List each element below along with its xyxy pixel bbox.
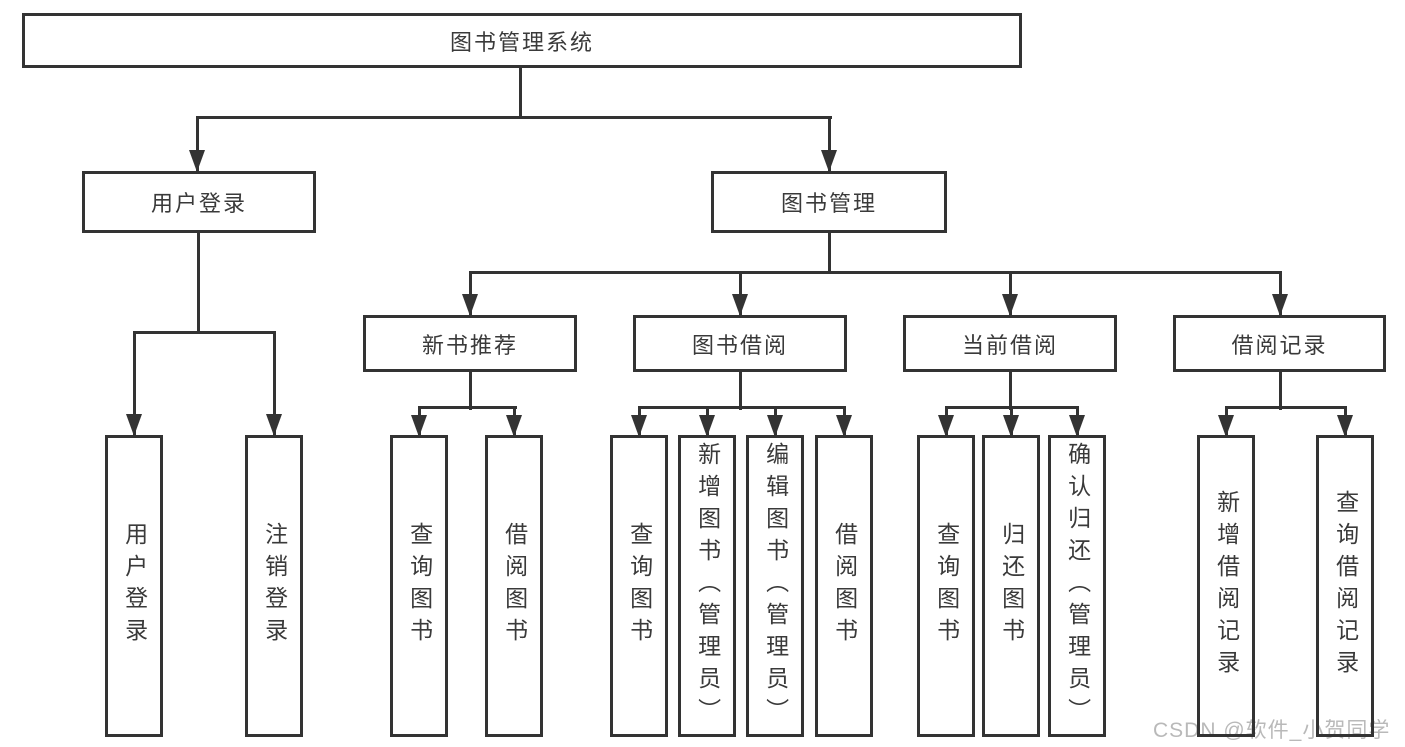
node-new-book-recommend-label: 新书推荐 — [421, 332, 518, 358]
connector-line — [469, 369, 472, 410]
arrowhead-down-icon — [411, 415, 427, 437]
arrowhead-down-icon — [836, 415, 852, 437]
arrowhead-down-icon — [821, 150, 837, 172]
arrowhead-down-icon — [266, 414, 282, 436]
connector-line — [196, 116, 199, 172]
node-book-management-label: 图书管理 — [780, 191, 877, 216]
connector-line — [1009, 369, 1012, 410]
arrowhead-down-icon — [462, 294, 478, 316]
leaf-borrow-book: 借阅图书 — [815, 435, 873, 737]
leaf-add-borrow-record: 新增借阅记录 — [1197, 435, 1255, 737]
arrowhead-down-icon — [1069, 415, 1085, 437]
leaf-query-book-borrow: 查询图书 — [610, 435, 668, 737]
node-borrow-record-label: 借阅记录 — [1231, 332, 1328, 358]
connector-line — [828, 230, 831, 274]
leaf-borrow-book-recommend-label: 借阅图书 — [501, 522, 528, 650]
leaf-confirm-return-admin: 确认归还（管理员） — [1048, 435, 1106, 737]
leaf-add-book-admin: 新增图书（管理员） — [678, 435, 736, 737]
connector-line — [828, 116, 831, 172]
node-book-borrow: 图书借阅 — [633, 315, 847, 372]
connector-line — [196, 116, 832, 119]
leaf-query-borrow-record-label: 查询借阅记录 — [1332, 490, 1359, 682]
leaf-borrow-book-recommend: 借阅图书 — [485, 435, 543, 737]
arrowhead-down-icon — [1003, 415, 1019, 437]
leaf-logout: 注销登录 — [245, 435, 303, 737]
arrowhead-down-icon — [631, 415, 647, 437]
leaf-query-borrow-record: 查询借阅记录 — [1316, 435, 1374, 737]
connector-line — [469, 271, 1282, 274]
leaf-confirm-return-admin-label: 确认归还（管理员） — [1064, 442, 1091, 730]
leaf-edit-book-admin-label: 编辑图书（管理员） — [762, 442, 789, 730]
leaf-return-book-label: 归还图书 — [998, 522, 1025, 650]
arrowhead-down-icon — [189, 150, 205, 172]
leaf-borrow-book-label: 借阅图书 — [831, 522, 858, 650]
connector-line — [418, 406, 517, 409]
node-root-label: 图书管理系统 — [449, 29, 594, 55]
connector-line — [1225, 406, 1347, 409]
leaf-user-login: 用户登录 — [105, 435, 163, 737]
connector-line — [133, 331, 276, 334]
connector-line — [273, 331, 276, 436]
node-root: 图书管理系统 — [22, 13, 1022, 68]
arrowhead-down-icon — [767, 415, 783, 437]
leaf-return-book: 归还图书 — [982, 435, 1040, 737]
connector-line — [1279, 369, 1282, 410]
node-borrow-record: 借阅记录 — [1173, 315, 1386, 372]
connector-line — [133, 331, 136, 436]
leaf-user-login-label: 用户登录 — [121, 522, 148, 650]
node-new-book-recommend: 新书推荐 — [363, 315, 577, 372]
arrowhead-down-icon — [732, 294, 748, 316]
node-user-login: 用户登录 — [82, 171, 316, 233]
arrowhead-down-icon — [938, 415, 954, 437]
arrowhead-down-icon — [699, 415, 715, 437]
node-book-management: 图书管理 — [711, 171, 947, 233]
leaf-query-book-recommend-label: 查询图书 — [406, 522, 433, 650]
connector-line — [638, 406, 846, 409]
arrowhead-down-icon — [1337, 415, 1353, 437]
leaf-logout-label: 注销登录 — [261, 522, 288, 650]
arrowhead-down-icon — [126, 414, 142, 436]
connector-line — [739, 369, 742, 410]
arrowhead-down-icon — [1218, 415, 1234, 437]
node-current-borrow: 当前借阅 — [903, 315, 1117, 372]
leaf-add-book-admin-label: 新增图书（管理员） — [694, 442, 721, 730]
connector-line — [197, 230, 200, 334]
csdn-watermark: CSDN @软件_小贺同学 — [1153, 719, 1391, 742]
arrowhead-down-icon — [506, 415, 522, 437]
leaf-query-book-borrow-label: 查询图书 — [626, 522, 653, 650]
leaf-edit-book-admin: 编辑图书（管理员） — [746, 435, 804, 737]
arrowhead-down-icon — [1272, 294, 1288, 316]
node-current-borrow-label: 当前借阅 — [961, 332, 1058, 358]
leaf-query-book-current-label: 查询图书 — [933, 522, 960, 650]
node-book-borrow-label: 图书借阅 — [691, 332, 788, 358]
arrowhead-down-icon — [1002, 294, 1018, 316]
node-user-login-label: 用户登录 — [150, 191, 247, 216]
leaf-add-borrow-record-label: 新增借阅记录 — [1213, 490, 1240, 682]
leaf-query-book-current: 查询图书 — [917, 435, 975, 737]
connector-line — [519, 67, 522, 119]
leaf-query-book-recommend: 查询图书 — [390, 435, 448, 737]
